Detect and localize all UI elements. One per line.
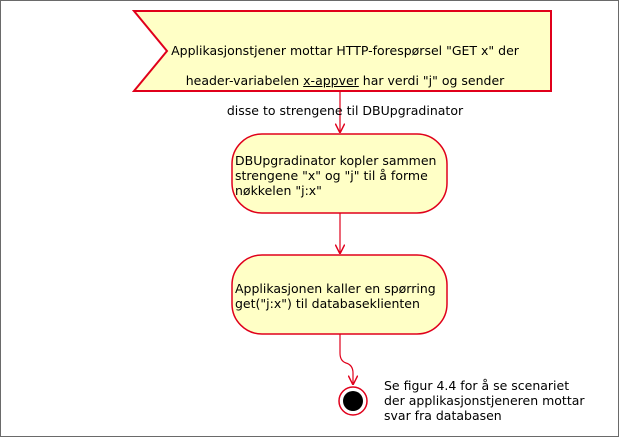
start-line-2: header-variabelen x-appver har verdi "j"… — [141, 73, 549, 88]
start-signal-label: Applikasjonstjener mottar HTTP-forespørs… — [141, 28, 549, 133]
start-line-1: Applikasjonstjener mottar HTTP-forespørs… — [171, 43, 519, 58]
end-note: Se figur 4.4 for å se scenariet der appl… — [384, 378, 585, 423]
activity-2-label: Applikasjonen kaller en spørring get("j:… — [235, 281, 436, 311]
arrow-activity-2-to-end — [339, 334, 353, 384]
start-line-3: disse to strengene til DBUpgradinator — [226, 103, 464, 118]
start-line-2-pre: header-variabelen — [185, 73, 304, 88]
header-variable-name: x-appver — [303, 73, 359, 88]
start-signal-node — [131, 10, 552, 92]
activity-1-label: DBUpgradinator kopler sammen strengene "… — [235, 153, 437, 198]
end-node-dot — [343, 391, 363, 411]
start-line-2-post: har verdi "j" og sender — [358, 73, 505, 88]
